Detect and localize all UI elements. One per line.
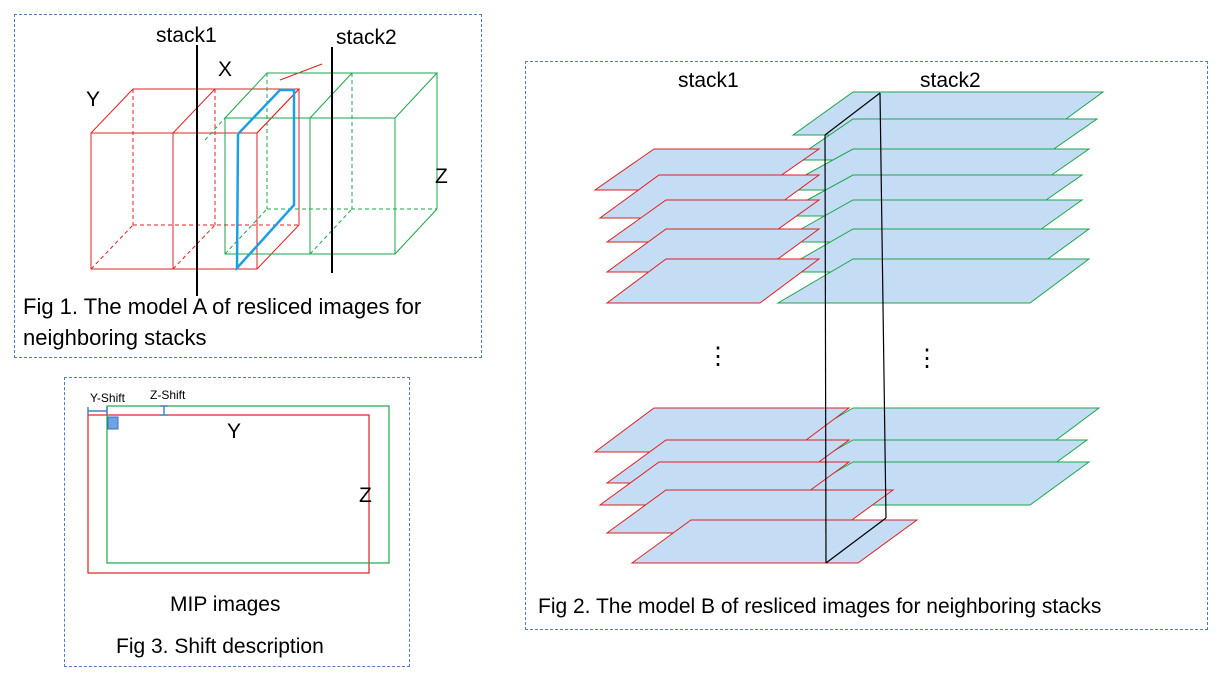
fig2-ellipsis-right: ⋮ <box>915 345 939 372</box>
fig1-drawing: stack1 stack2 X Y Z Fig 1. The model A o… <box>23 24 448 350</box>
fig2-caption: Fig 2. The model B of resliced images fo… <box>538 595 1101 618</box>
fig3-red-mip <box>87 414 370 574</box>
fig2-reslice-outline <box>824 92 887 564</box>
fig3-z-shift-bracket <box>160 405 168 416</box>
fig1-panel <box>14 14 482 358</box>
fig2-green-plane <box>776 258 1091 304</box>
fig2-drawing: stack1 stack2 ⋮ ⋮ Fig 2. The model B of … <box>538 69 1105 618</box>
fig3-mip-label: MIP images <box>170 593 281 616</box>
fig2-red-plane <box>630 519 919 564</box>
fig3-shift-marker <box>107 416 119 430</box>
fig3-green-mip <box>106 405 390 564</box>
fig1-axis-z: Z <box>435 165 448 188</box>
fig1-caption-line2: neighboring stacks <box>23 325 206 350</box>
fig2-stack2-label: stack2 <box>920 69 981 92</box>
fig1-caption-line1: Fig 1. The model A of resliced images fo… <box>23 294 421 319</box>
fig1-stack1-label: stack1 <box>156 24 217 47</box>
fig2-red-planes <box>593 148 919 564</box>
fig1-reslice-plane <box>235 88 296 272</box>
fig3-caption: Fig 3. Shift description <box>116 635 324 658</box>
fig3-panel <box>64 377 410 667</box>
fig1-stack2-label: stack2 <box>336 26 397 49</box>
fig2-panel <box>525 61 1208 630</box>
fig2-ellipsis-left: ⋮ <box>706 343 730 370</box>
fig2-red-plane <box>605 258 821 304</box>
fig1-axis-x: X <box>218 58 232 81</box>
fig3-y-shift-label: Y-Shift <box>90 391 126 405</box>
fig1-green-stack <box>204 72 439 255</box>
fig2-stack1-label: stack1 <box>678 69 739 92</box>
fig3-drawing: Y-Shift Z-Shift Y Z MIP images Fig 3. Sh… <box>87 388 390 658</box>
fig3-z-shift-label: Z-Shift <box>150 388 186 402</box>
fig1-axis-y: Y <box>86 88 100 111</box>
fig3-axis-y: Y <box>227 420 241 443</box>
fig3-y-shift-bracket <box>87 407 108 415</box>
fig1-red-stack <box>90 63 323 270</box>
fig3-axis-z: Z <box>359 484 372 507</box>
